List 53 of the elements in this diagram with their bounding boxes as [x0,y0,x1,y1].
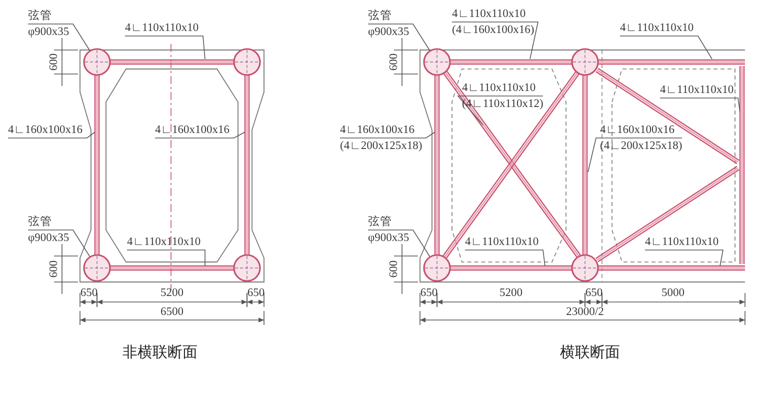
callout-label: 4∟110x110x10 [465,234,539,250]
dimension-text: 600 [47,53,61,71]
dimension-text: 650 [585,286,603,300]
dimension-text: 5200 [500,286,522,300]
leader-line [154,132,246,138]
callout-label: 4∟110x110x10 [620,20,694,36]
dimension-text: 650 [247,286,265,300]
dimension-text: 23000/2 [566,305,604,319]
callout-label: 弦管 φ900x35 [28,214,70,246]
dimension-text: 600 [387,260,401,278]
callout-label: 4∟110x110x10 [645,234,719,250]
callout-label: 4∟160x100x16 (4∟200x125x18) [340,122,422,154]
leader-line [340,132,436,138]
leader-line [464,250,546,266]
chord-tube-symbol [83,254,111,282]
callout-label: 4∟110x110x10 (4∟160x100x16) [452,6,534,38]
callout-label: 4∟160x100x16 [8,122,83,138]
dimension-text: 6500 [160,305,184,319]
chord-tube-symbol [233,254,261,282]
leader-line [644,250,724,266]
callout-label: 4∟110x110x10 [127,234,201,250]
chord-tube-symbol [423,254,451,282]
leader-line [368,230,430,258]
callout-label: 4∟110x110x10 [660,82,734,98]
chord-tube-symbol [571,254,599,282]
chord-tube-symbol [233,48,261,76]
callout-label: 4∟160x100x16 [155,122,230,138]
chord-tube-symbol [571,48,599,76]
callout-label: 弦管 φ900x35 [368,214,410,246]
leader-line [620,36,712,60]
leader-line [452,22,538,60]
dimension-text: 600 [387,53,401,71]
dimension-text: 650 [420,286,438,300]
dimension-text: 5200 [160,286,184,300]
chord-tube-symbol [83,48,111,76]
section-caption: 横联断面 [560,343,620,361]
callout-label: 4∟160x100x16 (4∟200x125x18) [600,122,682,154]
leader-line [126,250,206,266]
leader-line [368,24,430,52]
leader-line [660,98,740,112]
dimension-text: 5000 [662,286,684,300]
callout-label: 弦管 φ900x35 [28,8,70,40]
callout-label: 4∟110x110x10 [125,20,199,36]
leader-line [588,138,682,172]
section-caption: 非横联断面 [122,343,198,361]
callout-label: 弦管 φ900x35 [368,8,410,40]
leader-line [28,24,90,52]
leader-line [28,230,90,258]
leader-line [124,36,206,60]
dimension-text: 650 [80,286,98,300]
chord-tube-symbol [423,48,451,76]
dimension-text: 600 [47,260,61,278]
leader-line [8,132,96,138]
